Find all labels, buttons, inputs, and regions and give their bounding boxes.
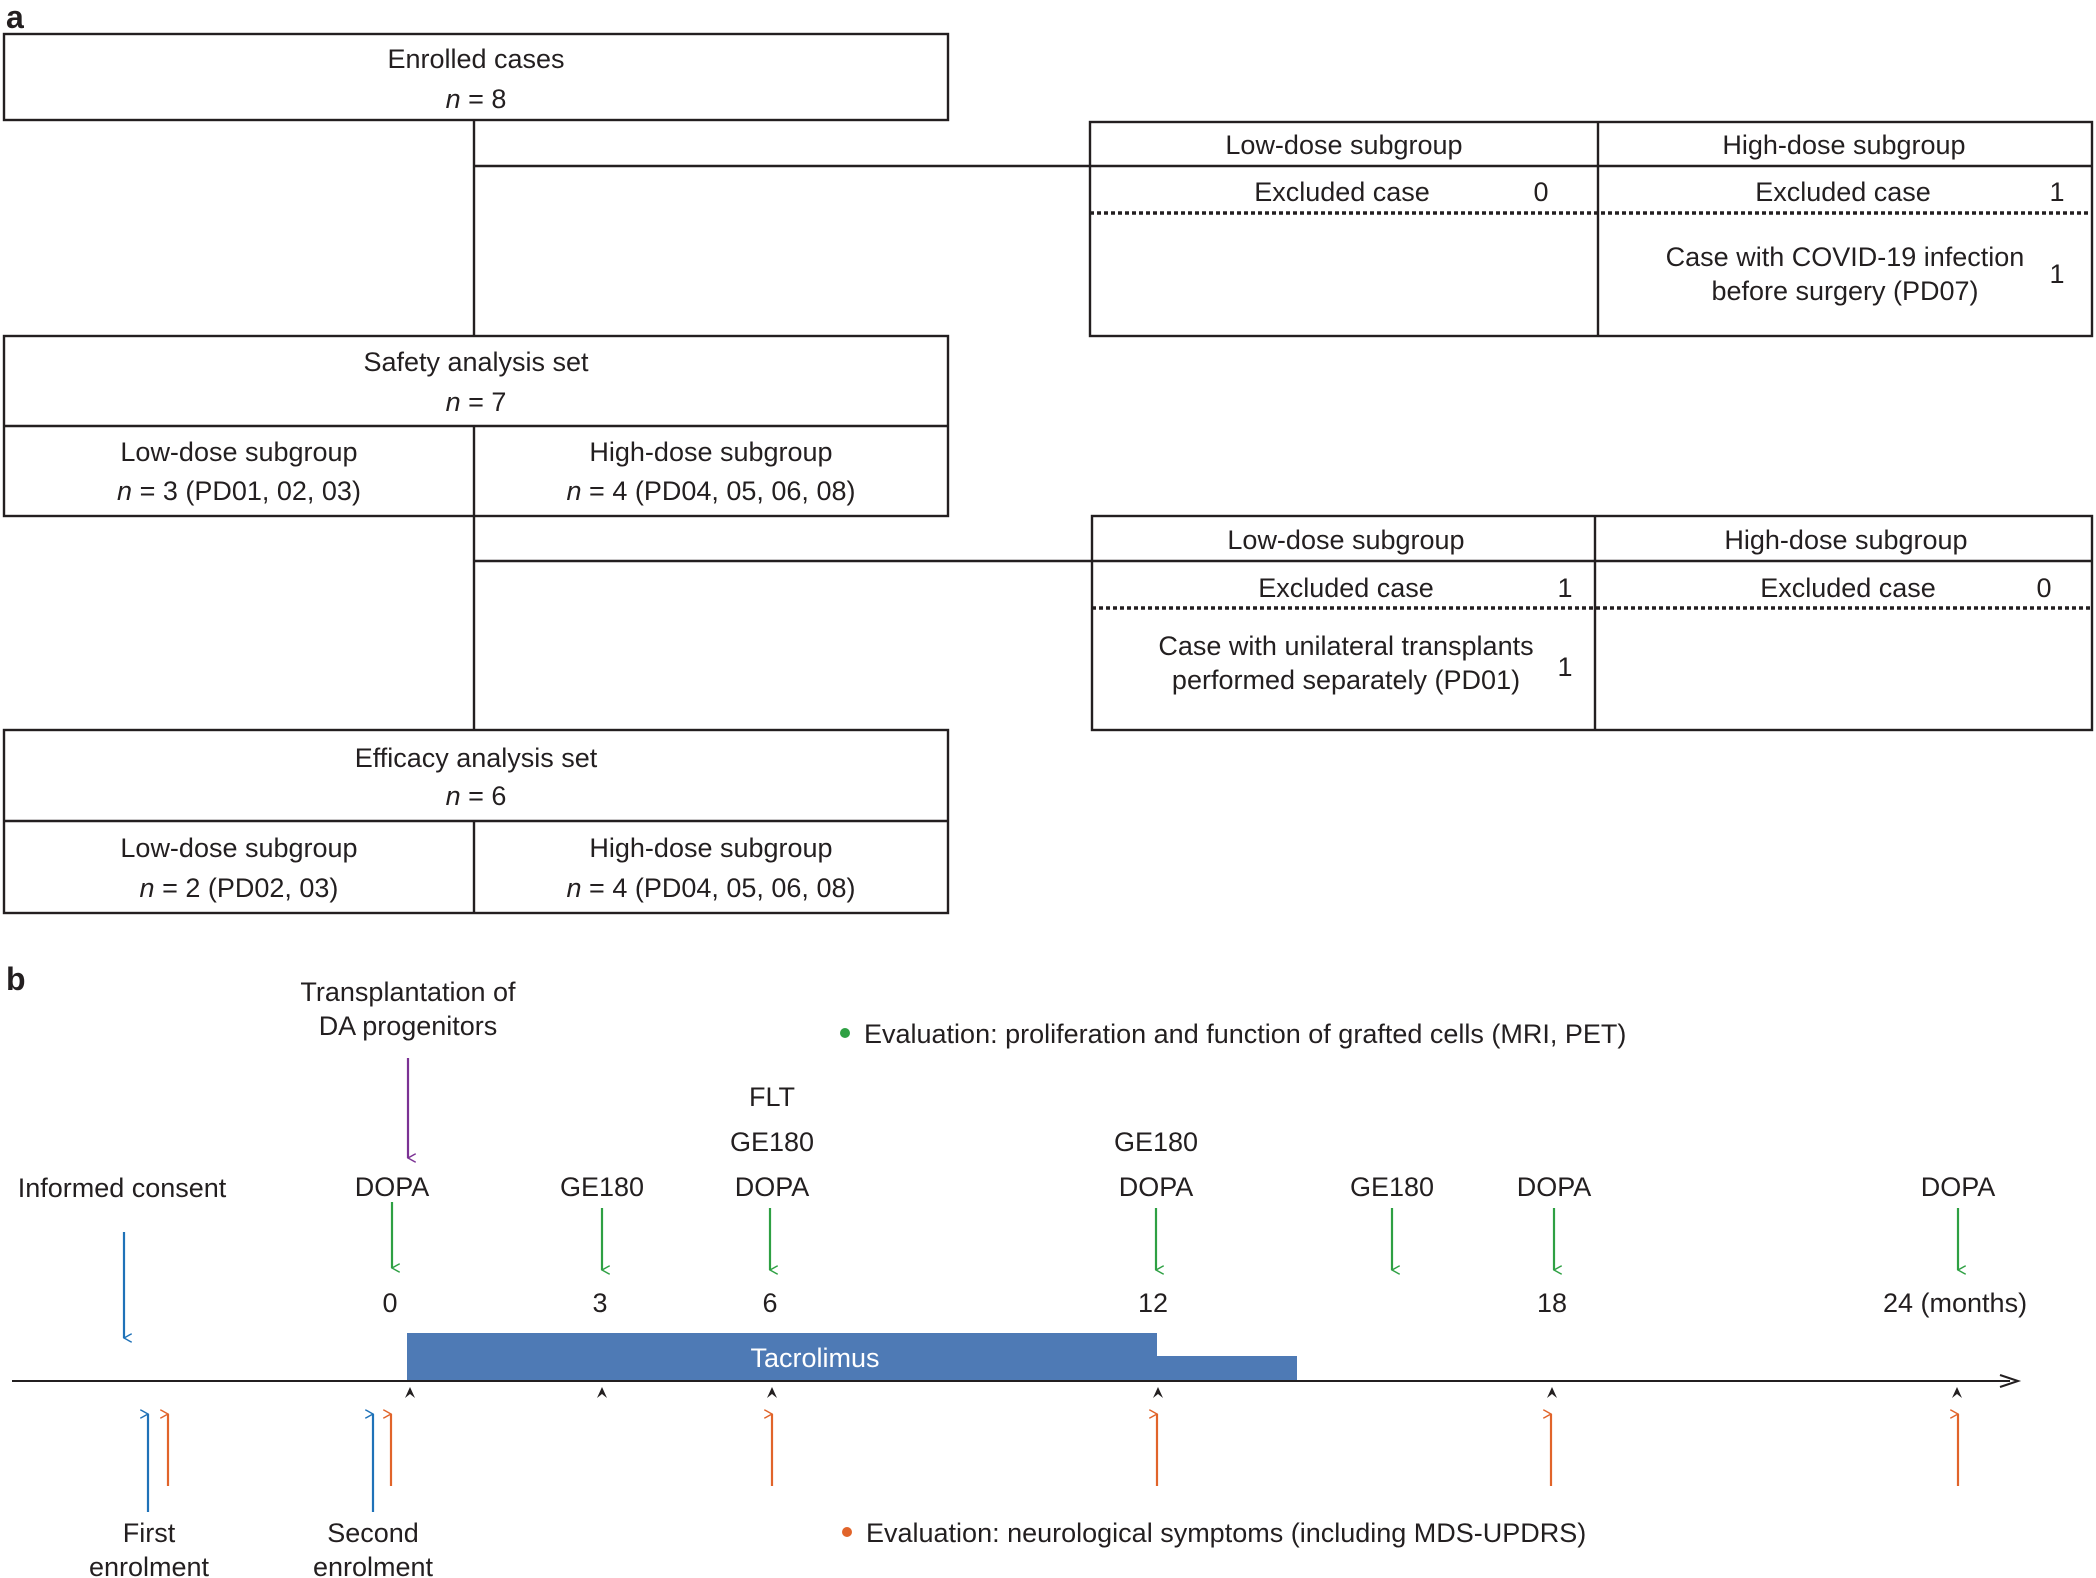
exclusion1-high-excluded-label: Excluded case: [1755, 177, 1931, 207]
safety-low-header: Low-dose subgroup: [120, 437, 357, 467]
second-enrolment-line1: Second: [327, 1518, 419, 1548]
panel-a: a Enrolled cases n = 8 Low-dose subgroup…: [2, 0, 2094, 915]
safety-high-header: High-dose subgroup: [589, 437, 832, 467]
tick-label-3: 3: [592, 1288, 607, 1318]
scan-m15-ge180: GE180: [1350, 1172, 1434, 1202]
scan-m24-dopa: DOPA: [1921, 1172, 1996, 1202]
exclusion2-low-reason-line2: performed separately (PD01): [1172, 665, 1520, 695]
exclusion2-low-reason-line1: Case with unilateral transplants: [1158, 631, 1533, 661]
tick-marker-3: [597, 1387, 607, 1398]
first-enrolment-line2: enrolment: [89, 1552, 210, 1578]
exclusion2-high-header: High-dose subgroup: [1724, 525, 1967, 555]
scan-m12-dopa: DOPA: [1119, 1172, 1194, 1202]
scan-m18-dopa: DOPA: [1517, 1172, 1592, 1202]
safety-n: n = 7: [446, 387, 507, 417]
exclusion1-high-header: High-dose subgroup: [1722, 130, 1965, 160]
panel-b-label: b: [6, 961, 26, 997]
exclusion1-low-excluded-label: Excluded case: [1254, 177, 1430, 207]
tick-label-6: 6: [762, 1288, 777, 1318]
tick-marker-18: [1547, 1387, 1557, 1398]
panel-a-label: a: [6, 0, 24, 35]
green-legend-dot: [840, 1028, 850, 1038]
tick-label-24: 24 (months): [1883, 1288, 2027, 1318]
exclusion-table-2: Low-dose subgroup High-dose subgroup Exc…: [1090, 514, 2094, 732]
tick-marker-24: [1952, 1387, 1962, 1398]
legend-green-text: Evaluation: proliferation and function o…: [864, 1019, 1626, 1049]
efficacy-high-n: n = 4 (PD04, 05, 06, 08): [567, 873, 856, 903]
orange-evaluation-arrows: [168, 1414, 1960, 1486]
second-enrolment-line2: enrolment: [313, 1552, 434, 1578]
timeline-axis-arrowhead: [1999, 1374, 2022, 1388]
green-evaluation-arrows: [390, 1202, 1958, 1270]
tick-marker-12: [1153, 1387, 1163, 1398]
informed-consent-label: Informed consent: [18, 1173, 227, 1203]
exclusion2-low-excluded-count: 1: [1557, 573, 1572, 603]
enrolled-cases-box: [2, 32, 950, 122]
tick-marker-0: [405, 1387, 415, 1398]
exclusion-table-1: Low-dose subgroup High-dose subgroup Exc…: [1088, 120, 2094, 338]
tick-label-0: 0: [382, 1288, 397, 1318]
efficacy-analysis-set: Efficacy analysis set n = 6 Low-dose sub…: [2, 728, 950, 915]
tacrolimus-bar: [407, 1333, 1297, 1381]
scan-m12-ge180: GE180: [1114, 1127, 1198, 1157]
orange-legend-dot: [842, 1527, 852, 1537]
scan-m6-flt: FLT: [749, 1082, 795, 1112]
transplant-label-line2: DA progenitors: [319, 1011, 498, 1041]
efficacy-low-header: Low-dose subgroup: [120, 833, 357, 863]
safety-high-n: n = 4 (PD04, 05, 06, 08): [567, 476, 856, 506]
exclusion1-high-reason-count: 1: [2049, 259, 2064, 289]
efficacy-low-n: n = 2 (PD02, 03): [140, 873, 339, 903]
tick-label-18: 18: [1537, 1288, 1567, 1318]
tick-marker-6: [767, 1387, 777, 1398]
tick-label-12: 12: [1138, 1288, 1168, 1318]
enrolled-cases-title: Enrolled cases: [387, 44, 564, 74]
efficacy-n: n = 6: [446, 781, 507, 811]
scan-m6-ge180: GE180: [730, 1127, 814, 1157]
efficacy-title: Efficacy analysis set: [355, 743, 598, 773]
exclusion2-high-excluded-label: Excluded case: [1760, 573, 1936, 603]
first-enrolment-line1: First: [123, 1518, 176, 1548]
tacrolimus-label: Tacrolimus: [750, 1343, 879, 1373]
exclusion2-high-excluded-count: 0: [2036, 573, 2051, 603]
exclusion2-low-header: Low-dose subgroup: [1227, 525, 1464, 555]
exclusion1-low-excluded-count: 0: [1533, 177, 1548, 207]
exclusion1-low-header: Low-dose subgroup: [1225, 130, 1462, 160]
scan-m6-dopa: DOPA: [735, 1172, 810, 1202]
panel-b: b Transplantation of DA progenitors Eval…: [6, 961, 2027, 1578]
scan-m0: DOPA: [355, 1172, 430, 1202]
exclusion2-low-excluded-label: Excluded case: [1258, 573, 1434, 603]
efficacy-high-header: High-dose subgroup: [589, 833, 832, 863]
safety-title: Safety analysis set: [363, 347, 589, 377]
legend-orange-text: Evaluation: neurological symptoms (inclu…: [866, 1518, 1586, 1548]
enrolled-cases-n: n = 8: [446, 84, 507, 114]
exclusion1-high-reason-line2: before surgery (PD07): [1711, 276, 1978, 306]
safety-analysis-set: Safety analysis set n = 7 Low-dose subgr…: [2, 334, 950, 518]
timeline-tick-markers: [405, 1387, 1962, 1398]
safety-low-n: n = 3 (PD01, 02, 03): [117, 476, 361, 506]
transplant-label-line1: Transplantation of: [300, 977, 516, 1007]
exclusion1-high-excluded-count: 1: [2049, 177, 2064, 207]
exclusion2-low-reason-count: 1: [1557, 652, 1572, 682]
scan-m3: GE180: [560, 1172, 644, 1202]
exclusion1-high-reason-line1: Case with COVID-19 infection: [1666, 242, 2025, 272]
